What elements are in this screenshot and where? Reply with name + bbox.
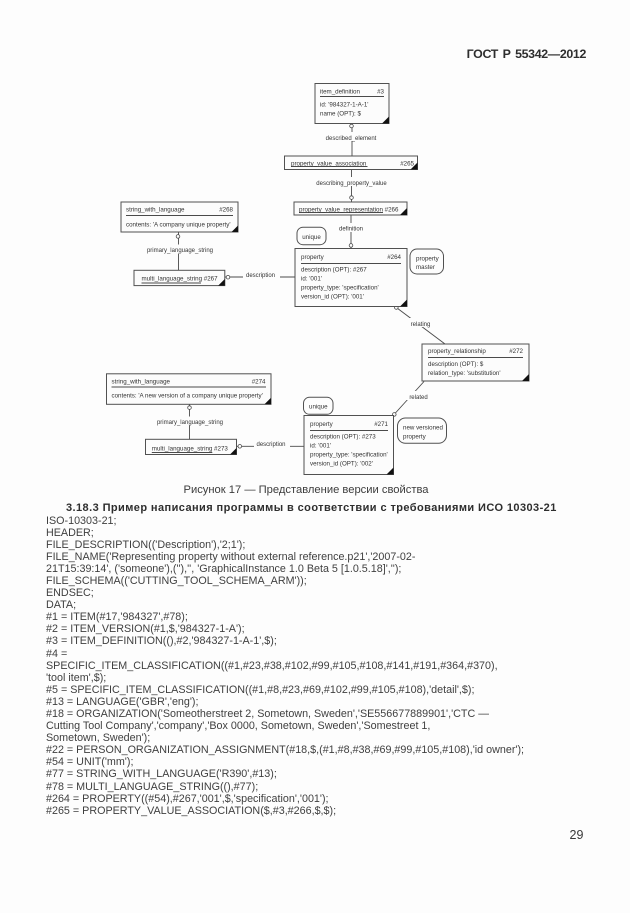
svg-text:primary_language_string: primary_language_string xyxy=(157,420,223,426)
svg-text:description: description xyxy=(246,273,275,279)
svg-text:definition: definition xyxy=(339,227,363,233)
svg-text:property_value_association: property_value_association xyxy=(291,161,367,168)
svg-text:id: '001': id: '001' xyxy=(310,443,331,450)
svg-text:multi_language_string #267: multi_language_string #267 xyxy=(142,275,219,282)
svg-text:id: '001': id: '001' xyxy=(301,276,322,283)
svg-text:unique: unique xyxy=(309,403,328,410)
svg-text:property_type: 'specification': property_type: 'specification' xyxy=(301,285,379,292)
svg-text:relating: relating xyxy=(411,322,431,328)
svg-text:multi_language_string #273: multi_language_string #273 xyxy=(152,445,229,452)
svg-text:item_definition: item_definition xyxy=(320,89,360,96)
svg-text:property: property xyxy=(416,256,440,263)
svg-text:name (OPT): $: name (OPT): $ xyxy=(320,111,361,118)
svg-text:unique: unique xyxy=(302,234,321,241)
svg-text:primary_language_string: primary_language_string xyxy=(147,248,213,254)
svg-text:description (OPT): #273: description (OPT): #273 xyxy=(310,434,376,441)
svg-text:description (OPT): #267: description (OPT): #267 xyxy=(301,267,367,274)
svg-text:#268: #268 xyxy=(219,207,233,214)
svg-text:description: description xyxy=(256,442,285,448)
svg-text:property_type: 'specification': property_type: 'specification' xyxy=(310,452,388,459)
svg-text:#272: #272 xyxy=(509,348,523,355)
svg-text:version_id (OPT): '002': version_id (OPT): '002' xyxy=(310,461,373,468)
svg-text:string_with_language: string_with_language xyxy=(112,379,171,386)
svg-text:new versioned: new versioned xyxy=(403,425,443,432)
svg-text:property_relationship: property_relationship xyxy=(428,348,486,355)
svg-text:version_id (OPT): '001': version_id (OPT): '001' xyxy=(301,294,364,301)
svg-text:#3: #3 xyxy=(377,89,384,96)
svg-text:contents: 'A company unique pr: contents: 'A company unique property' xyxy=(126,222,231,229)
svg-text:property: property xyxy=(301,254,325,261)
svg-text:described_element: described_element xyxy=(326,136,377,142)
svg-text:related: related xyxy=(409,395,427,401)
svg-text:#271: #271 xyxy=(374,421,388,428)
svg-text:describing_property_value: describing_property_value xyxy=(316,181,387,187)
svg-text:property: property xyxy=(403,434,427,441)
svg-text:id: '984327-1-A-1': id: '984327-1-A-1' xyxy=(320,102,368,109)
svg-text:property_value_representation: property_value_representation #266 xyxy=(299,207,399,214)
svg-text:contents: 'A new version of a: contents: 'A new version of a company un… xyxy=(112,392,263,399)
svg-text:master: master xyxy=(416,264,435,271)
svg-text:relation_type: 'substitution': relation_type: 'substitution' xyxy=(428,370,501,377)
svg-text:#264: #264 xyxy=(387,254,401,261)
svg-text:#274: #274 xyxy=(252,379,266,386)
svg-text:description (OPT): $: description (OPT): $ xyxy=(428,361,484,368)
svg-text:property: property xyxy=(310,421,334,428)
svg-text:#265: #265 xyxy=(400,161,414,168)
svg-text:string_with_language: string_with_language xyxy=(126,207,185,214)
